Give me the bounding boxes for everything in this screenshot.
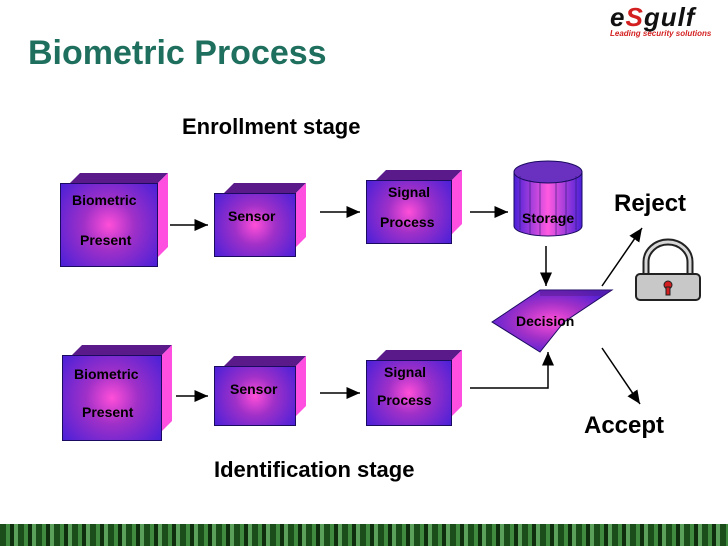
accept-label: Accept bbox=[584, 412, 665, 439]
ident-biometric-label-2: Present bbox=[82, 404, 134, 420]
enroll-biometric-label-1: Biometric bbox=[72, 192, 137, 208]
arrow-decision-to-reject bbox=[601, 227, 643, 287]
decision-label: Decision bbox=[516, 313, 575, 329]
enroll-biometric-label-2: Present bbox=[80, 232, 132, 248]
enroll-sensor-box bbox=[214, 183, 306, 257]
decision-shape bbox=[491, 289, 614, 353]
logo-wordmark: eSgulf bbox=[610, 2, 726, 33]
padlock-icon bbox=[635, 238, 701, 301]
ident-biometric-label-1: Biometric bbox=[74, 366, 139, 382]
ident-signal-box bbox=[366, 350, 462, 426]
arrow-decision-to-accept bbox=[601, 347, 641, 405]
ident-signal-label-1: Signal bbox=[384, 364, 427, 380]
enroll-signal-label-2: Process bbox=[380, 214, 435, 230]
logo-suffix: gulf bbox=[643, 2, 696, 32]
logo-tagline: Leading security solutions bbox=[610, 29, 712, 38]
footer-pattern-strip bbox=[0, 524, 728, 546]
enrollment-stage-label: Enrollment stage bbox=[182, 114, 361, 139]
ident-signal-label-2: Process bbox=[377, 392, 432, 408]
logo-s: S bbox=[625, 2, 644, 32]
ident-sensor-box bbox=[214, 356, 306, 426]
storage-label: Storage bbox=[522, 210, 575, 226]
arrow-ident-signal-to-decision bbox=[470, 352, 554, 389]
enroll-sensor-label: Sensor bbox=[228, 208, 276, 224]
identification-stage-label: Identification stage bbox=[214, 457, 415, 482]
enroll-signal-label-1: Signal bbox=[388, 184, 431, 200]
page-title: Biometric Process bbox=[28, 34, 327, 72]
storage-cylinder bbox=[513, 160, 583, 237]
ident-biometric-box bbox=[62, 345, 172, 441]
enroll-signal-box bbox=[366, 170, 462, 244]
ident-sensor-label: Sensor bbox=[230, 381, 278, 397]
reject-label: Reject bbox=[614, 190, 687, 217]
enroll-biometric-box bbox=[60, 173, 168, 267]
logo-prefix: e bbox=[610, 2, 626, 32]
esgulf-logo: eSgulf Leading security solutions bbox=[610, 2, 726, 46]
